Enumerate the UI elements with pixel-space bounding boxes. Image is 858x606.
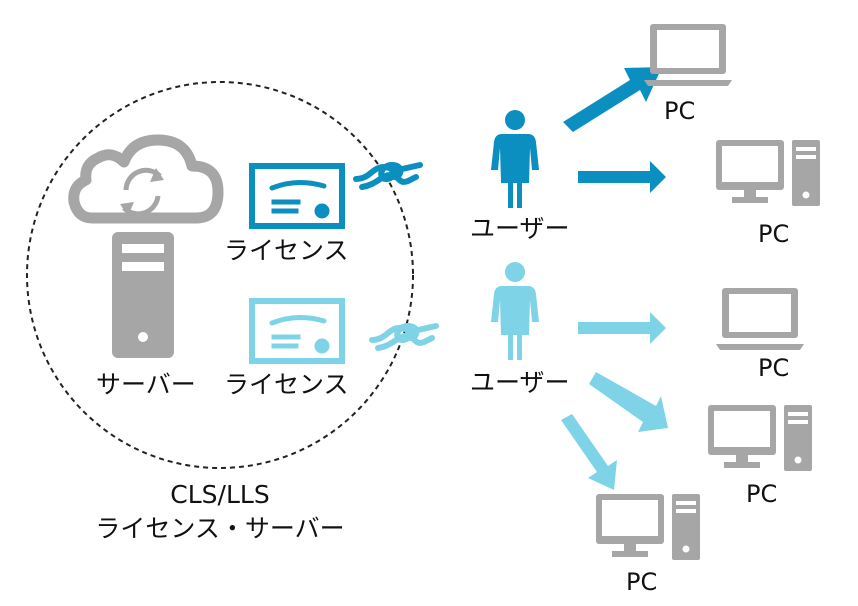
cloud-sync-icon <box>68 134 224 224</box>
desktop-pc-icon <box>708 405 812 471</box>
user-icon <box>491 262 539 360</box>
license-certificate-icon <box>252 166 342 226</box>
device-label: PC <box>626 568 658 596</box>
arrow-icon <box>578 312 666 344</box>
desktop-pc-icon <box>716 140 820 206</box>
arrow-icon <box>561 414 617 490</box>
license-server-boundary <box>26 81 414 469</box>
license-label: ライセンス <box>224 236 349 265</box>
license-label: ライセンス <box>224 370 349 399</box>
arrow-icon <box>563 67 662 132</box>
link-knot-icon <box>356 165 420 187</box>
device-label: PC <box>664 97 696 125</box>
link-knot-icon <box>372 326 436 348</box>
arrow-icon <box>578 161 666 193</box>
device-label: PC <box>758 220 790 248</box>
device-label: PC <box>758 354 790 382</box>
server-label: サーバー <box>96 370 196 399</box>
user-label: ユーザー <box>470 368 570 397</box>
caption-line-2: ライセンス・サーバー <box>95 514 345 543</box>
device-label: PC <box>746 480 778 508</box>
user-label: ユーザー <box>470 214 570 243</box>
laptop-icon <box>716 288 804 350</box>
server-tower-icon <box>112 232 174 358</box>
user-icon <box>491 110 539 208</box>
arrow-icon <box>589 372 668 432</box>
caption-line-1: CLS/LLS <box>170 480 270 509</box>
license-certificate-icon <box>252 301 342 361</box>
license-server-caption: CLS/LLS ライセンス・サーバー <box>50 478 390 546</box>
desktop-pc-icon <box>596 494 700 560</box>
